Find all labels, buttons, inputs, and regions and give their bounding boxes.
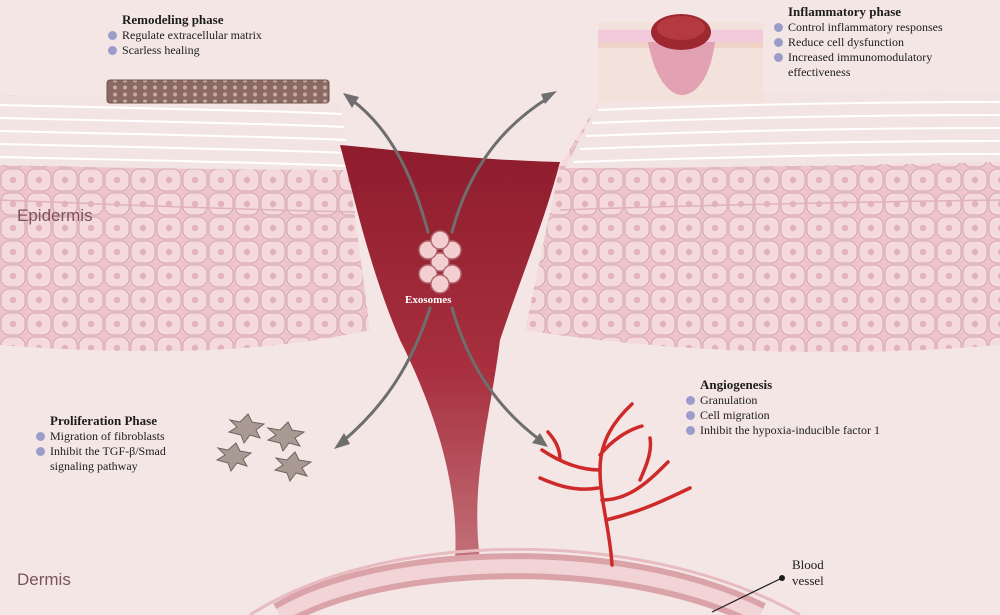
- epidermis-label: Epidermis: [17, 206, 93, 225]
- arrow-heads: [334, 91, 557, 449]
- proliferation-item: Inhibit the TGF-β/Smad: [36, 444, 166, 459]
- proliferation-phase-title: Proliferation Phase: [50, 413, 157, 428]
- inflammatory-item: Increased immunomodulatory: [774, 50, 943, 65]
- blood-vessel-pointer: [711, 575, 785, 613]
- angiogenesis-item: Cell migration: [686, 408, 880, 423]
- proliferation-phase-block: Proliferation Phase Migration of fibrobl…: [36, 413, 166, 474]
- inflammatory-skin-inset: [598, 14, 763, 102]
- extracellular-matrix-strip: [106, 79, 330, 104]
- proliferation-item-continuation: signaling pathway: [50, 459, 138, 473]
- angiogenesis-item: Granulation: [686, 393, 880, 408]
- remodeling-item: Scarless healing: [108, 43, 262, 58]
- angiogenesis-title: Angiogenesis: [700, 377, 773, 392]
- dermis-label: Dermis: [17, 570, 71, 589]
- epidermis-left: [0, 95, 370, 352]
- fibroblast-cells: [215, 413, 313, 483]
- inflammatory-phase-title: Inflammatory phase: [788, 4, 902, 19]
- inflammatory-phase-block: Inflammatory phase Control inflammatory …: [774, 4, 943, 80]
- new-blood-vessels: [538, 402, 692, 567]
- wound-cavity: [340, 145, 560, 560]
- angiogenesis-item: Inhibit the hypoxia-inducible factor 1: [686, 423, 880, 438]
- effect-arrows: [340, 96, 550, 444]
- remodeling-phase-block: Remodeling phase Regulate extracellular …: [108, 12, 262, 58]
- remodeling-item: Regulate extracellular matrix: [108, 28, 262, 43]
- exosomes-label: Exosomes: [405, 294, 452, 306]
- inflammatory-item-continuation: effectiveness: [788, 65, 851, 79]
- proliferation-item: Migration of fibroblasts: [36, 429, 166, 444]
- blood-vessel-label-line1: Blood: [792, 557, 824, 572]
- exosome-cluster: [418, 230, 462, 294]
- angiogenesis-block: Angiogenesis Granulation Cell migration …: [686, 377, 880, 438]
- remodeling-phase-title: Remodeling phase: [122, 12, 224, 27]
- blood-vessel-main: [249, 547, 801, 615]
- inflammatory-item: Control inflammatory responses: [774, 20, 943, 35]
- inflammatory-item: Reduce cell dysfunction: [774, 35, 943, 50]
- blood-vessel-label-line2: vessel: [792, 573, 824, 588]
- epidermis-right: [525, 92, 1000, 353]
- blood-vessel-label: Blood vessel: [792, 557, 824, 589]
